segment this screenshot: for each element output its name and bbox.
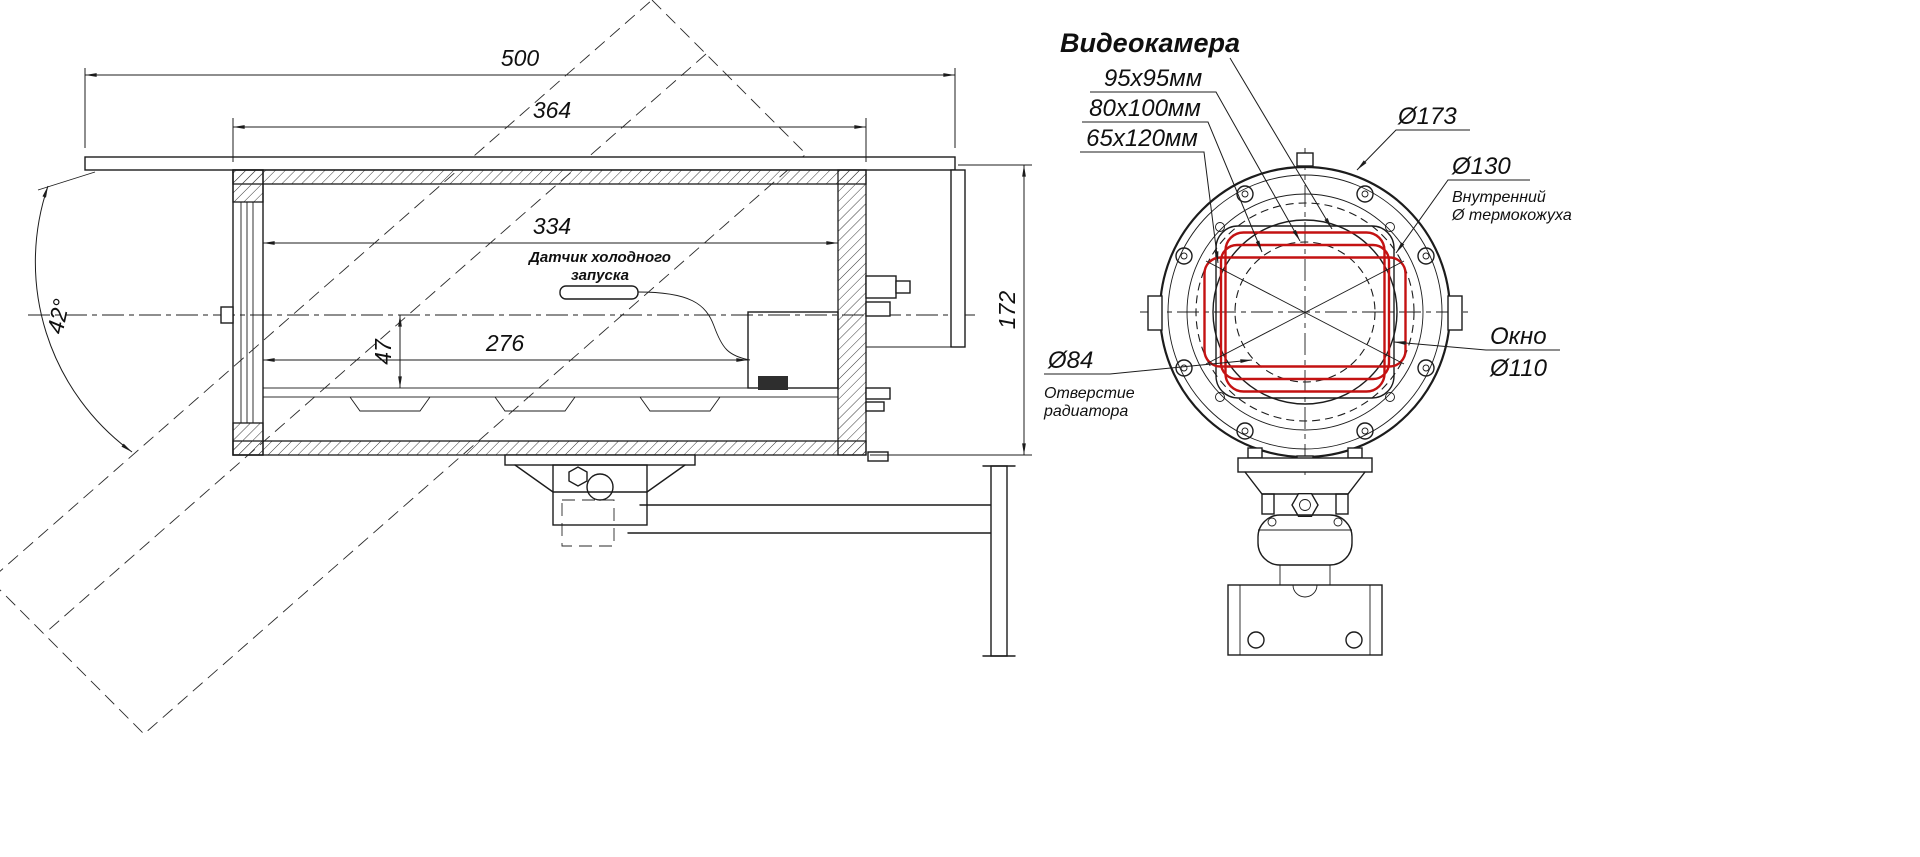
camera-mount-outline: [1215, 225, 1395, 399]
dia-130-label: Ø130: [1451, 153, 1511, 180]
housing-cross-section: [220, 169, 867, 456]
front-bezel: [232, 169, 264, 456]
camera-95x95-rect: [1224, 231, 1386, 393]
radiator-hole-circle: [1234, 241, 1376, 383]
rear-bolt: [865, 387, 891, 400]
visor-rear-wall: [950, 169, 966, 348]
bracket-bolt: [568, 466, 588, 487]
window-dia-label: Ø110: [1489, 355, 1548, 382]
phantom-open-position-lines: [0, 0, 807, 735]
hinge-pin: [220, 306, 234, 324]
dim-500-text: 500: [501, 45, 540, 71]
sensor-wire: [637, 291, 751, 361]
mounting-bracket-side: [504, 454, 1016, 657]
dimension-172: 172: [870, 164, 1032, 456]
dimension-276: 276: [263, 330, 748, 362]
dia-84-note2: радиатора: [1043, 403, 1128, 420]
dia-84-label: Ø84: [1047, 347, 1093, 374]
dim-47-text: 47: [370, 338, 396, 365]
mount-hole: [1345, 631, 1363, 649]
dim-334-text: 334: [533, 213, 571, 239]
dia-130-note2: Ø термокожуха: [1451, 207, 1572, 224]
sensor-label-line2: запуска: [571, 267, 629, 284]
dia-130-note1: Внутренний: [1452, 189, 1546, 206]
dia-84-note1: Отверстие: [1044, 385, 1135, 402]
camera-heading: Видеокамера: [1060, 28, 1240, 58]
dim-364-text: 364: [533, 97, 571, 123]
camera-80x100-rect: [1219, 243, 1391, 381]
size-80x100-label: 80х100мм: [1089, 95, 1201, 122]
diagonal-line-2: [1205, 260, 1405, 365]
window-label: Окно: [1490, 323, 1547, 350]
size-95x95-label: 95х95мм: [1104, 65, 1202, 92]
dimension-364: 364: [232, 97, 867, 162]
flange-bolts: [1175, 185, 1435, 440]
wall-plate-front: [1227, 584, 1383, 656]
wall-plate: [990, 465, 1008, 657]
heater-unit: [747, 311, 839, 389]
clamp-strap: [1257, 514, 1353, 566]
sensor-label-line1: Датчик холодного: [527, 249, 671, 266]
side-view: 500 364 334 276 47 172 42°: [0, 0, 1032, 735]
camera-size-rects: [1203, 231, 1407, 393]
pivot-nut: [1291, 493, 1319, 517]
camera-65x120-rect: [1203, 256, 1407, 368]
cable-gland: [865, 275, 897, 299]
dimension-47: 47: [370, 315, 402, 388]
mounting-bracket-front: [1227, 447, 1383, 656]
sun-visor-plate: [84, 156, 956, 171]
dim-276-text: 276: [485, 330, 525, 356]
dim-angle-text: 42°: [42, 297, 75, 336]
dim-172-text: 172: [994, 291, 1020, 330]
connector-block: [758, 376, 788, 390]
dimension-334: 334: [263, 213, 838, 245]
mount-hole: [1247, 631, 1265, 649]
interior-components: [262, 285, 839, 412]
camera-platform: [262, 387, 839, 398]
window-circle: [1212, 219, 1398, 405]
dimension-angle-42: 42°: [34, 171, 133, 453]
cold-start-sensor: [559, 285, 639, 300]
leader-lines: [1044, 57, 1560, 375]
rear-fittings: [865, 275, 911, 462]
front-view: Видеокамера 95х95мм 80х100мм 65х120мм Ø1…: [1043, 28, 1572, 656]
size-65x120-label: 65х120мм: [1086, 125, 1198, 152]
inner-housing-dia-circle: [1195, 202, 1415, 422]
dimension-500: 500: [84, 45, 956, 148]
dia-173-label: Ø173: [1397, 103, 1457, 130]
pivot-hole: [586, 473, 614, 501]
